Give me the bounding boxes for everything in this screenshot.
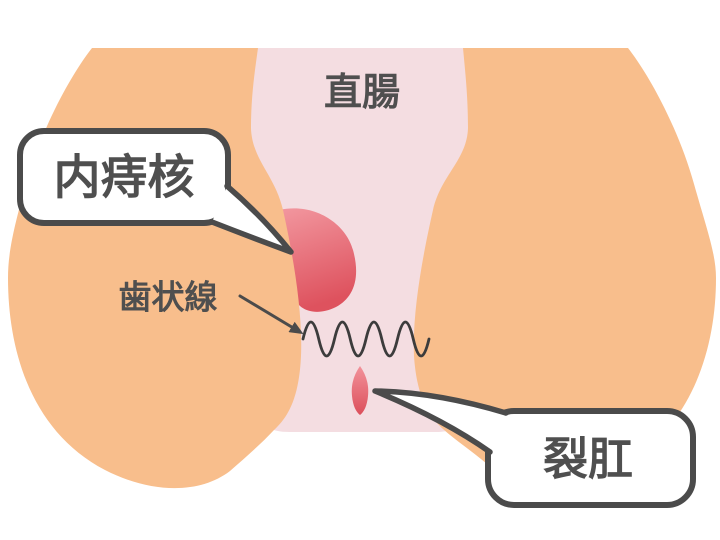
internal-hemorrhoid-bubble-tail [212, 186, 291, 252]
internal-hemorrhoid-shape [279, 208, 357, 312]
internal-hemorrhoid-bubble [17, 128, 231, 226]
dentate-line-arrow [238, 294, 304, 335]
right-buttock-shape [413, 48, 716, 486]
internal-hemorrhoid-callout: 内痔核 [17, 128, 294, 255]
dentate-line-wave [301, 320, 431, 358]
anal-fissure-shape [351, 366, 369, 415]
anal-fissure-callout-label: 裂肛 [543, 433, 633, 486]
internal-hemorrhoid-bubble-tail-outline [209, 183, 294, 255]
dentate-line-label: 歯状線 [119, 278, 218, 317]
anal-fissure-bubble-tail-outline [372, 388, 509, 455]
rectum-label: 直腸 [324, 70, 400, 114]
anal-fissure-bubble [485, 408, 696, 508]
internal-hemorrhoid-callout-label: 内痔核 [54, 151, 195, 206]
anal-fissure-callout: 裂肛 [372, 388, 696, 508]
